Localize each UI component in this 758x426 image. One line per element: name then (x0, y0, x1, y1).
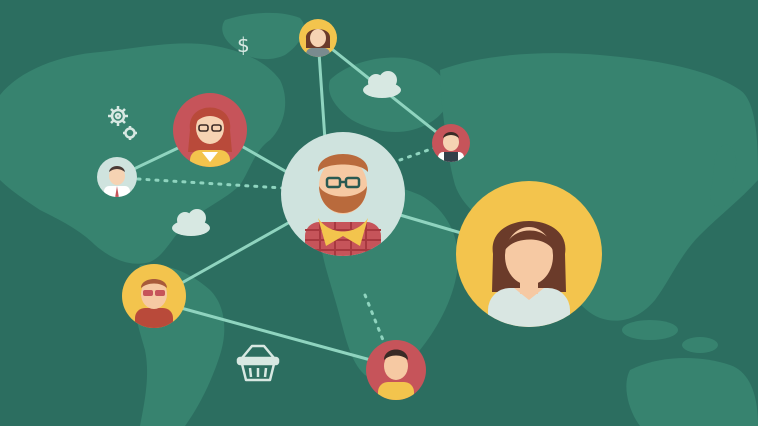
dotted-links (136, 146, 436, 347)
shopping-basket-icon (236, 344, 280, 382)
world-map (0, 12, 758, 426)
avatar-woman-large[interactable] (456, 181, 602, 338)
svg-text:$: $ (237, 33, 250, 57)
link-center-to-bigwoman (398, 213, 470, 237)
cloud-icon (363, 71, 401, 98)
avatar-man-sunglasses[interactable] (122, 264, 186, 336)
link-yellowman-to-bottom (168, 303, 380, 364)
dollar-icon: $ (237, 33, 250, 57)
dotted-link-africa-bottom (363, 293, 387, 347)
gear-icon (108, 106, 137, 140)
dotted-link-center-rightsmall (398, 146, 436, 162)
dotted-link-oldman-center (136, 177, 284, 190)
cloud-icon-2 (172, 209, 210, 236)
avatar-chef-man[interactable] (432, 124, 470, 166)
avatar-bearded-man-center[interactable] (281, 132, 405, 262)
avatar-top-woman[interactable] (299, 19, 337, 62)
link-center-to-yellowman (176, 220, 292, 287)
avatar-woman-glasses[interactable] (173, 93, 247, 175)
avatar-bottom-man[interactable] (366, 340, 426, 406)
